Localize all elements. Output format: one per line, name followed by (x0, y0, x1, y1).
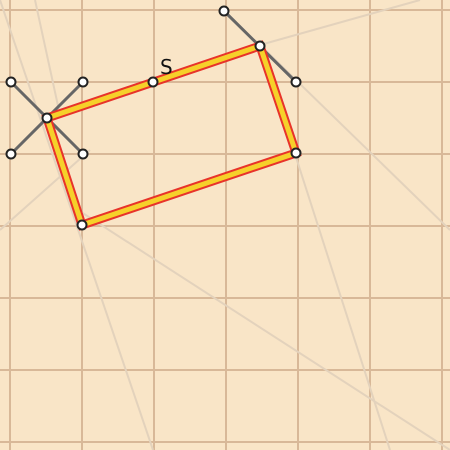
vertex-point[interactable] (290, 147, 302, 159)
handle-endpoint[interactable] (290, 76, 302, 88)
handle-endpoint[interactable] (5, 148, 17, 160)
construction-line (259, 0, 421, 46)
vertex-point[interactable] (41, 112, 53, 124)
vertex-point[interactable] (76, 219, 88, 231)
construction-line (34, 0, 61, 116)
handle-endpoint[interactable] (5, 76, 17, 88)
construction-line (0, 149, 91, 231)
handle-endpoint[interactable] (77, 76, 89, 88)
point-s[interactable] (147, 76, 159, 88)
points[interactable] (5, 5, 302, 231)
point-s-label: S (160, 55, 173, 79)
handle-endpoint[interactable] (77, 148, 89, 160)
vertex-point[interactable] (254, 40, 266, 52)
handle-endpoint[interactable] (218, 5, 230, 17)
construction-line (77, 209, 450, 450)
